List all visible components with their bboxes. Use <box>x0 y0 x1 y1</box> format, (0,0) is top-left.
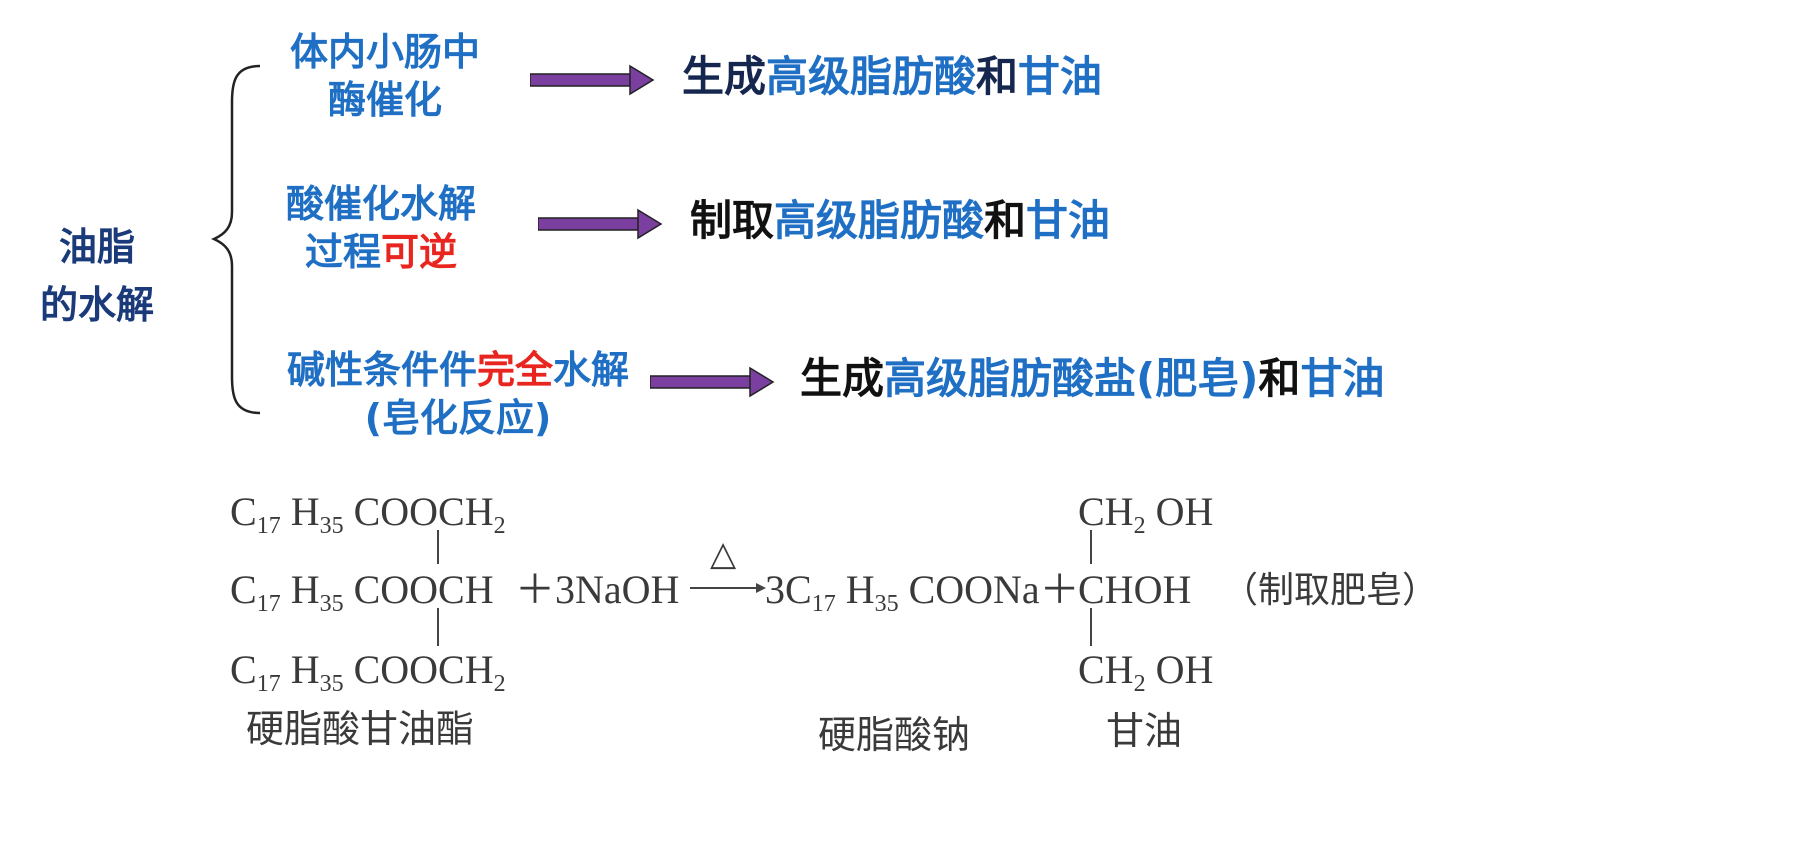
branch-2-arrow <box>538 208 663 240</box>
branch-1-condition-line1: 体内小肠中 <box>290 30 481 74</box>
glycerol-row-2: CHOH <box>1078 567 1192 612</box>
heat-symbol: △ <box>710 536 737 573</box>
branch-3-result-and: 和 <box>1258 354 1301 403</box>
branch-3-condition: 碱性条件件完全水解 (皂化反应) <box>287 346 629 442</box>
topic-title-line1: 油脂 <box>59 225 136 269</box>
glycerol-bond-1 <box>1090 530 1092 564</box>
reaction-arrow <box>690 583 766 593</box>
branch-3-arrow <box>650 366 775 398</box>
glycerol-bond-2 <box>1090 608 1092 646</box>
branch-2-condition-line1: 酸催化水解 <box>286 182 477 226</box>
reactant-row-3: C17 H35 COOCH2 <box>230 647 506 698</box>
reactant-bond-1 <box>437 530 439 564</box>
branch-3-result-glycerol: 甘油 <box>1300 354 1385 403</box>
branch-3-condition-line2: (皂化反应) <box>364 396 552 440</box>
equation-note: （制取肥皂） <box>1222 570 1439 610</box>
branch-3-condition-complete: 完全 <box>477 348 554 392</box>
branch-1-condition: 体内小肠中 酶催化 <box>290 28 480 124</box>
branch-2-condition-line2: 过程可逆 <box>286 228 476 276</box>
glycerol-row-1: CH2 OH <box>1078 489 1214 540</box>
branch-3-result-product: 高级脂肪酸盐(肥皂) <box>884 354 1259 403</box>
reactant-bond-2 <box>437 608 439 646</box>
branch-2-result-glycerol: 甘油 <box>1026 196 1111 245</box>
branch-1-condition-line2: 酶催化 <box>328 78 443 122</box>
branch-2-condition-reversible: 可逆 <box>381 230 458 274</box>
glycerol-row-3: CH2 OH <box>1078 647 1214 698</box>
label-reactant: 硬脂酸甘油酯 <box>246 709 475 751</box>
branch-1-result-and: 和 <box>976 52 1019 101</box>
branch-3-result-verb: 生成 <box>800 354 885 403</box>
topic-title-line2: 的水解 <box>40 283 155 327</box>
topic-title: 油脂 的水解 <box>40 218 154 334</box>
reagent-naoh: ＋3NaOH <box>515 567 680 612</box>
branch-2-result: 制取高级脂肪酸和甘油 <box>690 196 1110 246</box>
label-soap: 硬脂酸钠 <box>818 715 971 757</box>
branch-1-arrow <box>530 64 655 96</box>
branch-3-result: 生成高级脂肪酸盐(肥皂)和甘油 <box>800 354 1384 404</box>
curly-brace <box>210 64 261 415</box>
branch-2-result-and: 和 <box>984 196 1027 245</box>
reactant-row-2: C17 H35 COOCH <box>230 567 494 618</box>
branch-1-result-verb: 生成 <box>682 52 767 101</box>
branch-2-condition-process: 过程 <box>304 230 381 274</box>
branch-1-result-glycerol: 甘油 <box>1018 52 1103 101</box>
branch-3-condition-line1: 碱性条件件完全水解 <box>287 346 629 394</box>
branch-1-result-product: 高级脂肪酸 <box>766 52 977 101</box>
branch-1-result: 生成高级脂肪酸和甘油 <box>682 52 1102 102</box>
branch-2-result-verb: 制取 <box>690 196 775 245</box>
label-glycerol: 甘油 <box>1106 711 1183 753</box>
reactant-row-1: C17 H35 COOCH2 <box>230 489 506 540</box>
branch-2-result-product: 高级脂肪酸 <box>774 196 985 245</box>
product-soap: 3C17 H35 COONa＋ <box>765 567 1080 618</box>
branch-3-condition-alkaline: 碱性条件件 <box>287 348 478 392</box>
branch-2-condition: 酸催化水解 过程可逆 <box>286 180 476 276</box>
branch-3-condition-hydrolysis: 水解 <box>553 348 630 392</box>
